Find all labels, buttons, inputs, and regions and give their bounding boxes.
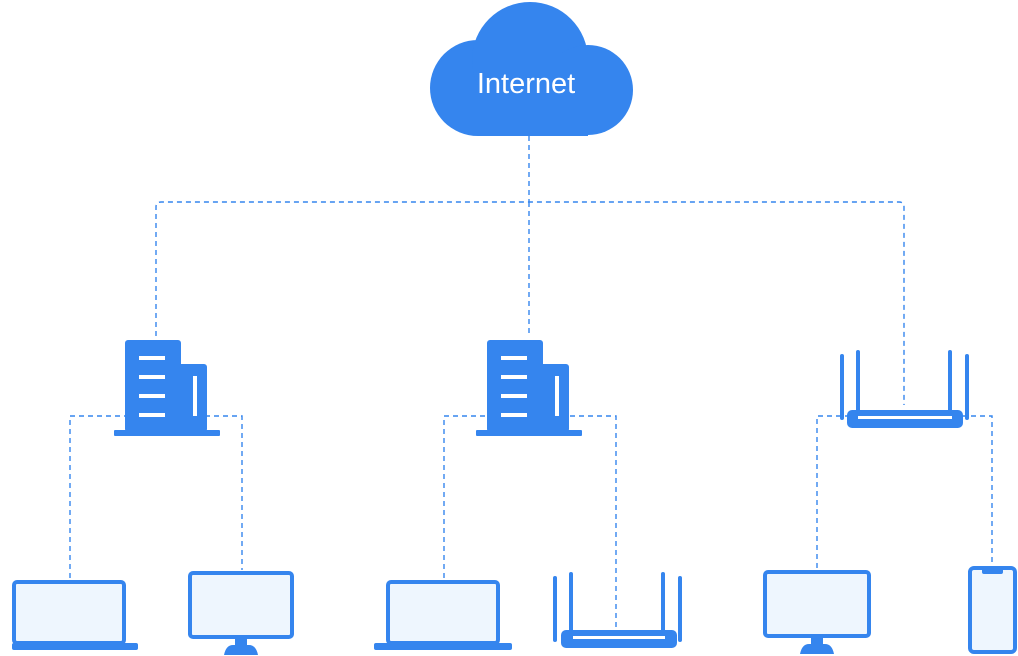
- monitor-icon: [188, 571, 294, 655]
- laptop-icon: [12, 580, 138, 650]
- building-icon: [476, 340, 582, 436]
- internet-label: Internet: [477, 68, 575, 100]
- smartphone-icon: [968, 566, 1017, 654]
- laptop-icon: [374, 580, 512, 650]
- connector-bus: [155, 201, 905, 405]
- building-icon: [114, 340, 220, 436]
- router-icon: [553, 572, 682, 648]
- connector-branch-right: [816, 415, 993, 568]
- connector-branch-left: [69, 415, 243, 578]
- router-icon: [840, 350, 969, 428]
- monitor-icon: [763, 570, 871, 654]
- cloud-icon: [430, 2, 633, 136]
- internet-cloud: Internet: [430, 2, 633, 136]
